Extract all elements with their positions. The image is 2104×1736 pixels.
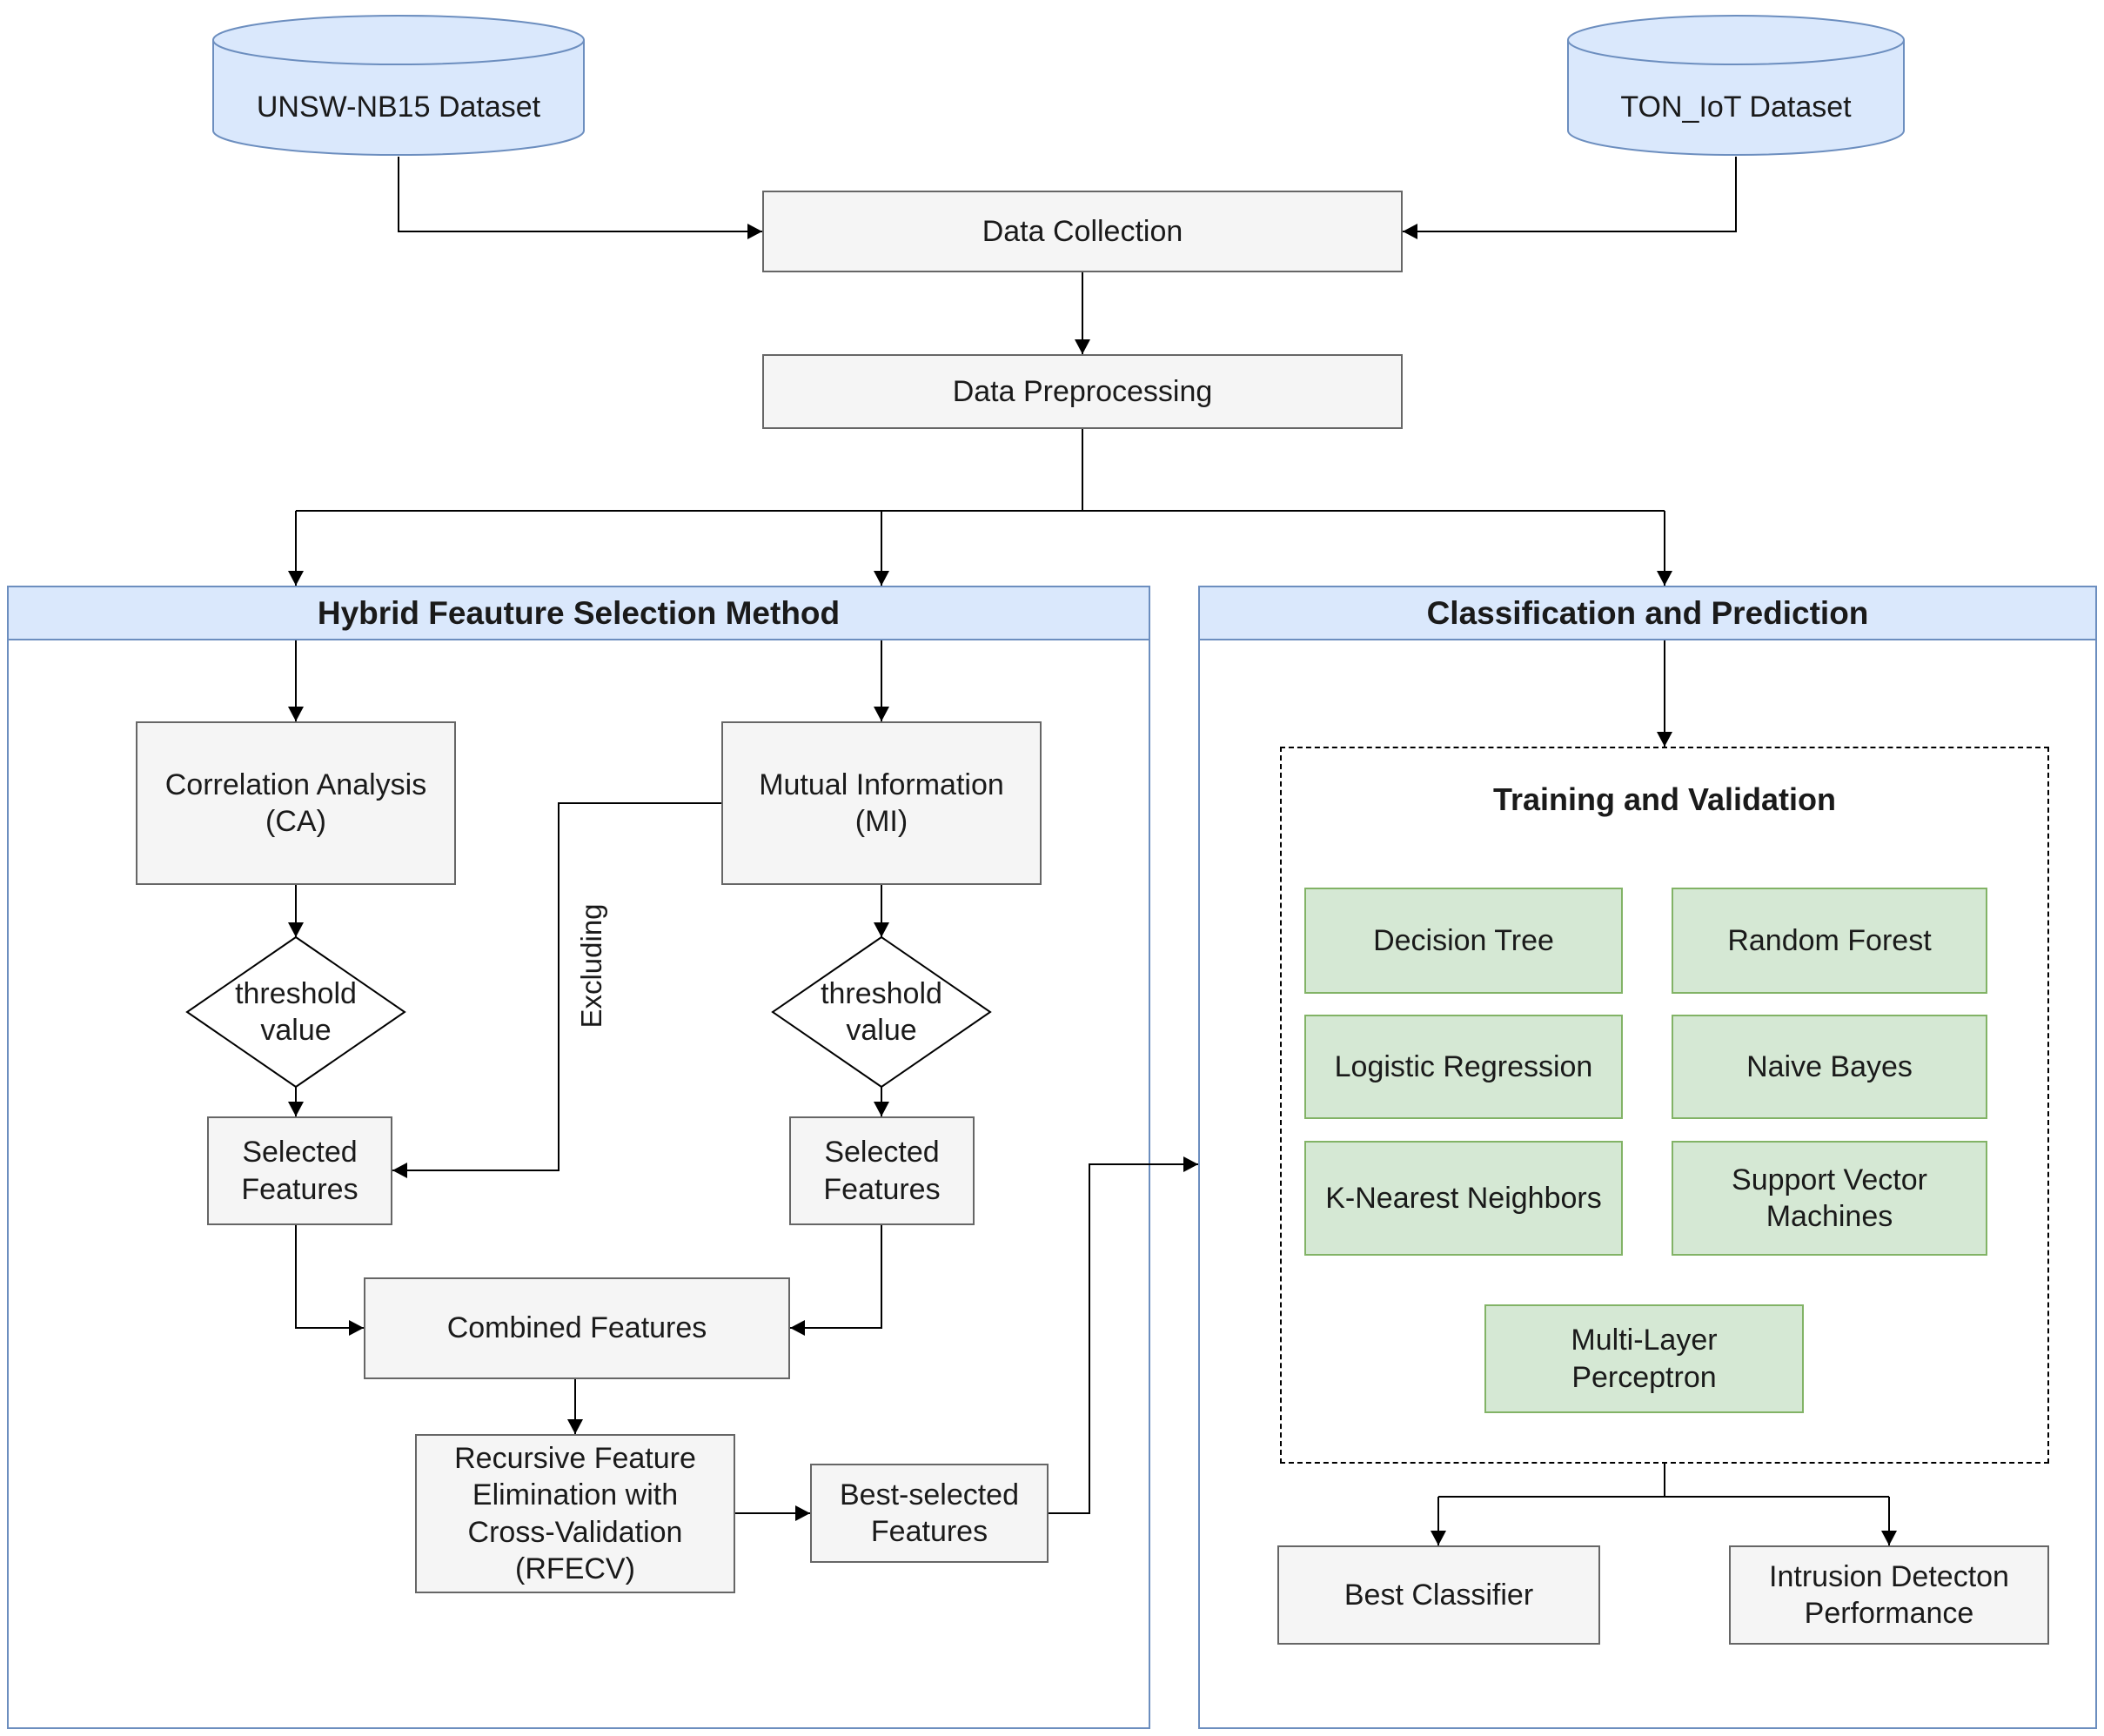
dataset-unsw-cylinder: UNSW-NB15 Dataset	[211, 14, 586, 157]
arrow-ton-to-collection	[1403, 157, 1737, 239]
arrow-unsw-to-collection	[398, 157, 762, 239]
dataset-unsw-label: UNSW-NB15 Dataset	[256, 90, 541, 124]
cylinder-shape	[1567, 15, 1905, 156]
arrow-excluding-mi-to-selected-left	[392, 802, 721, 1178]
threshold-diamond-mi	[771, 935, 992, 1089]
mutual-information-box: Mutual Information (MI)	[721, 721, 1042, 885]
excluding-edge-label: Excluding	[575, 903, 607, 1029]
arrow-best-selected-to-classification	[1049, 1156, 1198, 1514]
arrow-selected-right-to-combined	[790, 1225, 882, 1336]
data-collection-box: Data Collection	[762, 191, 1403, 272]
classifier-random-forest: Random Forest	[1672, 888, 1987, 994]
classifier-naive-bayes: Naive Bayes	[1672, 1015, 1987, 1119]
training-validation-title: Training and Validation	[1492, 781, 1837, 817]
classification-panel-title: Classification and Prediction	[1426, 594, 1869, 631]
selected-features-ca-box: Selected Features	[207, 1116, 392, 1225]
intrusion-detection-performance-box: Intrusion Detecton Performance	[1729, 1545, 2049, 1645]
line-training-split	[1438, 1464, 1889, 1498]
classifier-logistic-regression: Logistic Regression	[1304, 1015, 1623, 1119]
threshold-value-label-mi: threshold value	[821, 976, 942, 1048]
line-preprocessing-branch	[296, 429, 1665, 512]
selected-features-mi-box: Selected Features	[789, 1116, 975, 1225]
arrow-selected-left-to-combined	[295, 1225, 364, 1336]
training-validation-box: Training and Validation	[1280, 747, 2049, 1464]
dataset-ton-label: TON_IoT Dataset	[1620, 90, 1852, 124]
combined-features-box: Combined Features	[364, 1277, 790, 1379]
threshold-value-label-ca: threshold value	[235, 976, 357, 1048]
classifier-decision-tree: Decision Tree	[1304, 888, 1623, 994]
classifier-support-vector-machines: Support Vector Machines	[1672, 1141, 1987, 1256]
cylinder-shape	[212, 15, 585, 156]
rfecv-box: Recursive Feature Elimination with Cross…	[415, 1434, 735, 1593]
feature-selection-panel-header: Hybrid Feauture Selection Method	[7, 586, 1150, 640]
correlation-analysis-box: Correlation Analysis (CA)	[136, 721, 456, 885]
data-preprocessing-box: Data Preprocessing	[762, 354, 1403, 429]
dataset-ton-cylinder: TON_IoT Dataset	[1566, 14, 1906, 157]
classifier-k-nearest-neighbors: K-Nearest Neighbors	[1304, 1141, 1623, 1256]
best-selected-features-box: Best-selected Features	[810, 1464, 1049, 1563]
feature-selection-panel-title: Hybrid Feauture Selection Method	[317, 594, 841, 631]
best-classifier-box: Best Classifier	[1277, 1545, 1600, 1645]
classification-panel-header: Classification and Prediction	[1198, 586, 2097, 640]
threshold-diamond-ca	[185, 935, 406, 1089]
classifier-multi-layer-perceptron: Multi-Layer Perceptron	[1484, 1304, 1804, 1413]
